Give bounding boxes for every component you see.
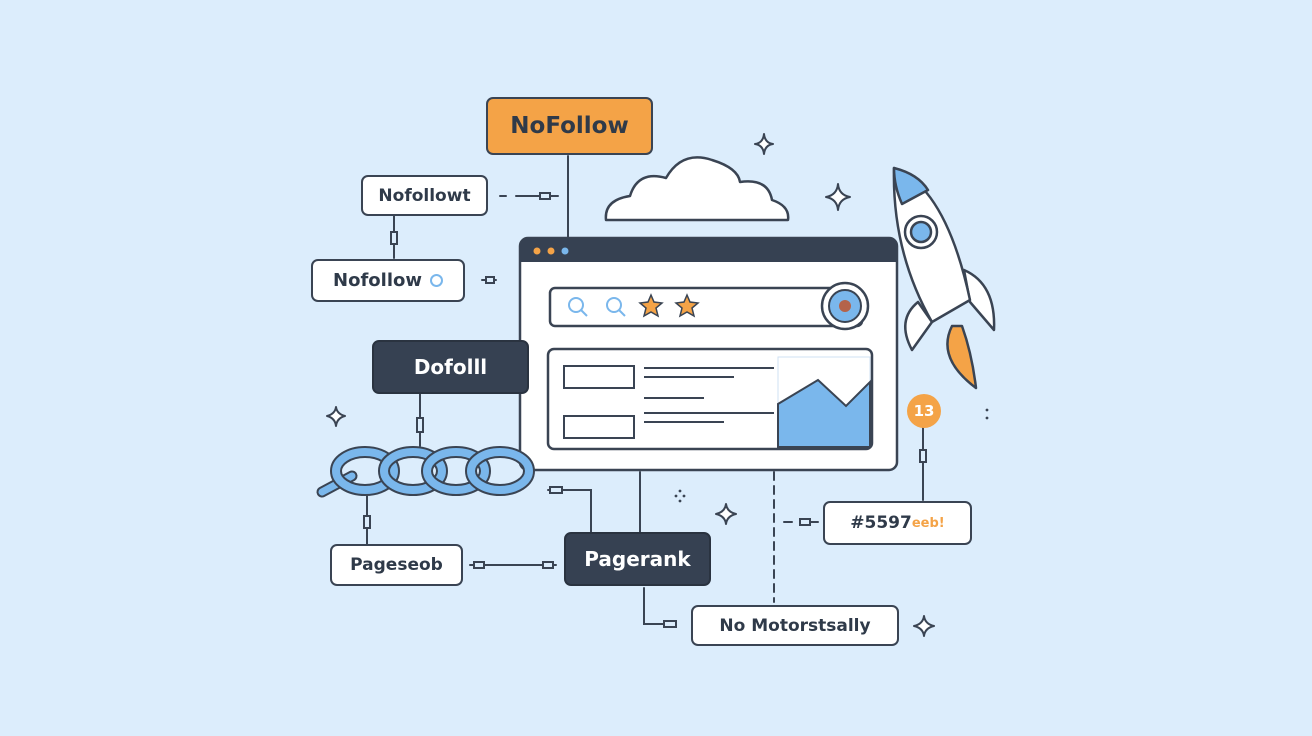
hex-code-suffix: eeb! [911,515,945,531]
star-icon [638,293,664,318]
pagerank-label: Pagerank [564,532,711,586]
connector-node [416,417,424,433]
sparkle-icon [754,133,774,155]
chain-link-icon [316,446,535,498]
nofollow-icon-label-text: Nofollow [333,270,422,291]
window-dot-icon [561,247,569,255]
connector-node [363,515,371,529]
connector-node [542,561,554,569]
browser-titlebar [520,238,897,262]
dot-cluster-icon [985,408,989,420]
circle-icon [429,274,443,287]
text-lines [644,367,774,423]
sparkle-icon [825,183,851,211]
connector-node [473,561,485,569]
star-icon [674,293,700,318]
content-block [563,365,635,389]
sparkle-icon [326,406,346,427]
count-badge: 13 [907,394,941,428]
window-dot-icon [547,247,555,255]
search-icon [606,297,626,317]
connector-node [539,192,551,200]
sparkle-icon [715,503,737,525]
connector-node [919,449,927,463]
mountain-image-icon [777,356,871,448]
search-icon [568,297,588,317]
connector-pagerank-to-motor [643,587,677,625]
connector-node [663,620,677,628]
search-bar[interactable] [548,286,864,328]
no-motorstsally-label: No Motorstsally [691,605,899,646]
dot-cluster-icon [674,489,686,503]
sparkle-icon [913,615,935,637]
window-dot-icon [533,247,541,255]
connector-chain-to-pagerank [547,489,592,535]
browser-window [518,236,899,472]
nofollowt-label: Nofollowt [361,175,488,216]
rocket-icon [892,166,996,390]
connector-node [799,518,811,526]
cloud-icon [604,156,790,222]
nofollow-top-label: NoFollow [486,97,653,155]
nofollow-icon-label: Nofollow [311,259,465,302]
hex-code-main: #5597 [850,513,912,533]
connector-node [549,486,563,494]
pageseob-label: Pageseob [330,544,463,586]
connector-node [485,276,495,284]
search-button[interactable] [820,281,870,331]
content-block [563,415,635,439]
dofolll-label: Dofolll [372,340,529,394]
connector-node [390,231,398,245]
